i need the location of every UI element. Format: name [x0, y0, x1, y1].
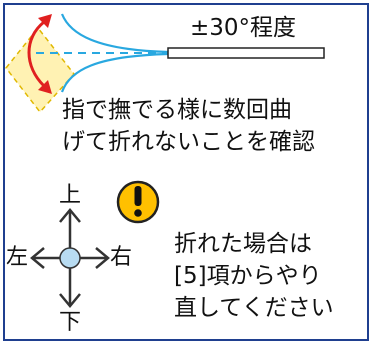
exclamation-circle-icon: [116, 180, 160, 224]
fiber-sleeve: [167, 47, 325, 59]
direction-cross-icon: [30, 208, 110, 308]
center-dot: [59, 247, 81, 269]
direction-right-label: 右: [110, 245, 133, 270]
direction-up-label: 上: [59, 183, 82, 208]
diagram-frame: [3, 3, 369, 341]
direction-down-label: 下: [59, 310, 82, 335]
fiber-bend-curves: [36, 13, 169, 93]
instruction-line-2: げて折れないことを確認: [62, 129, 315, 155]
instruction-line-1: 指で撫でる様に数回曲: [62, 97, 292, 123]
note-line-3: 直してください: [174, 295, 334, 321]
note-line-1: 折れた場合は: [174, 231, 312, 257]
angle-label: ±30°程度: [190, 15, 297, 41]
bend-arrow-icon: [27, 14, 52, 94]
direction-left-label: 左: [6, 245, 29, 270]
note-line-2: [5]項からやり: [174, 263, 322, 289]
